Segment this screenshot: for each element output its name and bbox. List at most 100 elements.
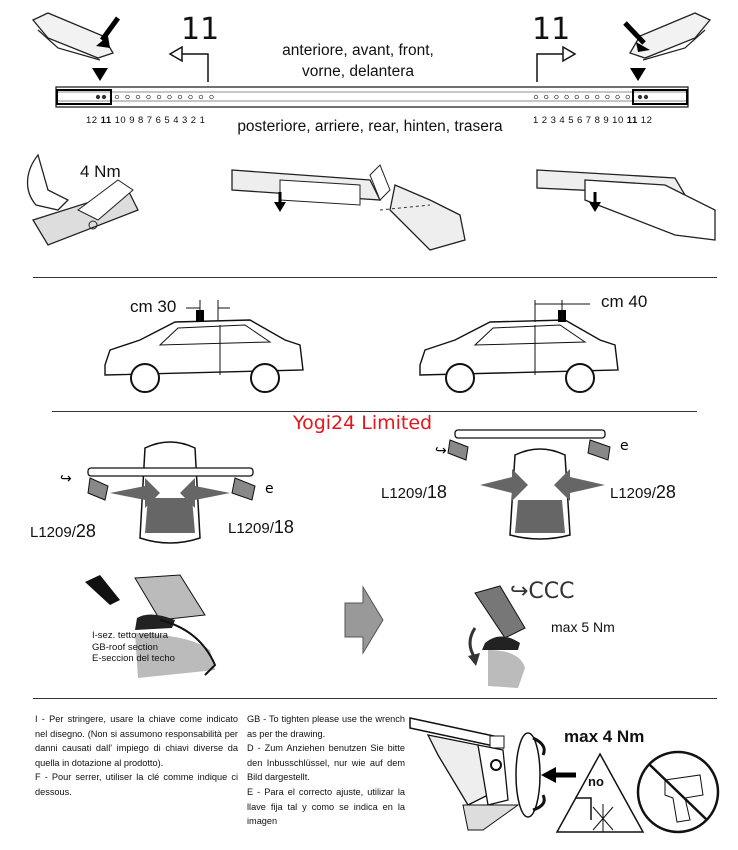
watermark: Yogi24 Limited [293, 412, 433, 434]
scale-number: 5 [568, 115, 574, 126]
scale-number: 1 [533, 115, 539, 126]
roof-section-line-es: E-seccion del techo [92, 653, 175, 664]
bar-hole [605, 94, 610, 100]
bar-hole [198, 94, 204, 100]
bar-hole [146, 94, 151, 100]
scale-number: 6 [576, 115, 583, 126]
part-prefix: L1209/ [610, 485, 656, 502]
part-code-right-b: L1209/28 [610, 482, 676, 503]
bar-hole [625, 94, 630, 100]
bar-hole [95, 94, 101, 100]
scale-number: 8 [138, 115, 144, 126]
scale-number: 11 [100, 115, 112, 126]
instruction-it: I - Per stringere, usare la chiave come … [35, 714, 238, 768]
scale-number: 3 [550, 115, 557, 126]
bracket-insert-illustration-2 [536, 169, 716, 241]
bar-hole [188, 94, 193, 100]
section-divider [52, 411, 697, 412]
scale-number: 7 [585, 115, 592, 126]
roof-section-caption: I-sez. tetto vettura GB-roof section E-s… [92, 630, 175, 665]
scale-number: 5 [164, 115, 171, 126]
car-top-view-right: ↪ e [435, 429, 629, 540]
bracket-insert-illustration-1 [231, 164, 466, 251]
scale-number: 2 [190, 115, 197, 126]
scale-number: 10 [114, 115, 127, 126]
bar-hole [643, 94, 649, 100]
svg-text:e: e [620, 438, 629, 454]
bar-hole [533, 94, 539, 100]
torque-label-4nm: 4 Nm [80, 162, 121, 181]
scale-number: 3 [181, 115, 188, 126]
section-divider [33, 277, 717, 278]
part-code-right-a: L1209/18 [381, 482, 447, 503]
no-label: no [588, 774, 604, 789]
roof-section-tightened-illustration: ↪CCC [468, 579, 575, 688]
hand-tightening-illustration [26, 153, 139, 246]
left-bracket-icon [31, 12, 121, 81]
part-prefix: L1209/ [228, 520, 274, 537]
bar-hole [544, 94, 549, 100]
car-side-view-rear-bar [419, 300, 619, 393]
bar-hole [135, 94, 141, 100]
svg-text:↪: ↪ [435, 443, 447, 459]
bar-hole [615, 94, 620, 100]
bar-hole [177, 94, 183, 100]
instruction-es: E - Para el correcto ajuste, utilizar la… [247, 786, 405, 827]
svg-text:e: e [265, 481, 274, 497]
bar-hole [114, 94, 120, 100]
scale-number: 2 [541, 115, 548, 126]
scale-number: 9 [603, 115, 610, 126]
scale-number: 12 [86, 115, 98, 126]
bar-hole [554, 94, 559, 100]
right-bracket-icon [623, 12, 712, 81]
part-code-left-b: L1209/18 [228, 517, 294, 538]
scale-number: 4 [559, 115, 566, 126]
scale-number: 11 [626, 115, 638, 126]
scale-number: 10 [612, 115, 624, 126]
bar-hole [167, 94, 172, 100]
car-top-view-left: ↪ e [60, 441, 274, 544]
part-number: 18 [426, 482, 447, 502]
scale-number: 1 [199, 115, 206, 126]
distance-label-40: cm 40 [601, 292, 648, 311]
front-label-line2: vorne, delantera [301, 63, 415, 80]
part-prefix: L1209/ [381, 485, 427, 502]
step-number-left: 11 [181, 12, 220, 47]
part-number: 28 [75, 521, 96, 541]
instruction-fr: F - Pour serrer, utiliser la clé comme i… [35, 772, 238, 797]
scale-number: 7 [146, 115, 153, 126]
part-code-left-a: L1209/28 [30, 521, 96, 542]
next-step-arrow-icon [344, 585, 384, 655]
part-prefix: L1209/ [30, 524, 76, 541]
instruction-de: D - Zum Anziehen benutzen Sie bitte den … [247, 743, 405, 783]
torque-label-5nm: max 5 Nm [551, 619, 615, 635]
scale-number: 9 [129, 115, 135, 126]
instructions-col-2: GB - To tighten please use the wrench as… [247, 712, 405, 829]
part-number: 18 [273, 517, 294, 537]
bar-hole [574, 94, 579, 100]
roof-bar-scale [55, 86, 689, 108]
bar-hole [156, 94, 162, 100]
svg-text:↪CCC: ↪CCC [510, 579, 575, 604]
scale-number: 12 [640, 115, 653, 126]
front-label-line1: anteriore, avant, front, [282, 42, 434, 59]
bar-hole [101, 94, 107, 100]
bar-hole [584, 94, 590, 100]
scale-number: 4 [173, 115, 179, 126]
bar-hole [125, 94, 130, 100]
roof-section-line-it: I-sez. tetto vettura [92, 630, 169, 641]
distance-label-30: cm 30 [130, 297, 177, 316]
arrow-right-icon [536, 45, 577, 82]
bar-hole [209, 94, 214, 100]
roof-section-line-gb: GB-roof section [92, 641, 158, 653]
instructions-col-1: I - Per stringere, usare la chiave come … [35, 712, 238, 800]
bar-hole [564, 94, 569, 100]
part-number: 28 [655, 482, 676, 502]
torque-label-max-4nm: max 4 Nm [564, 727, 645, 746]
instruction-gb: GB - To tighten please use the wrench as… [247, 714, 405, 739]
no-allen-key-warning-icon [555, 752, 645, 833]
car-side-view-front-bar [104, 300, 304, 393]
